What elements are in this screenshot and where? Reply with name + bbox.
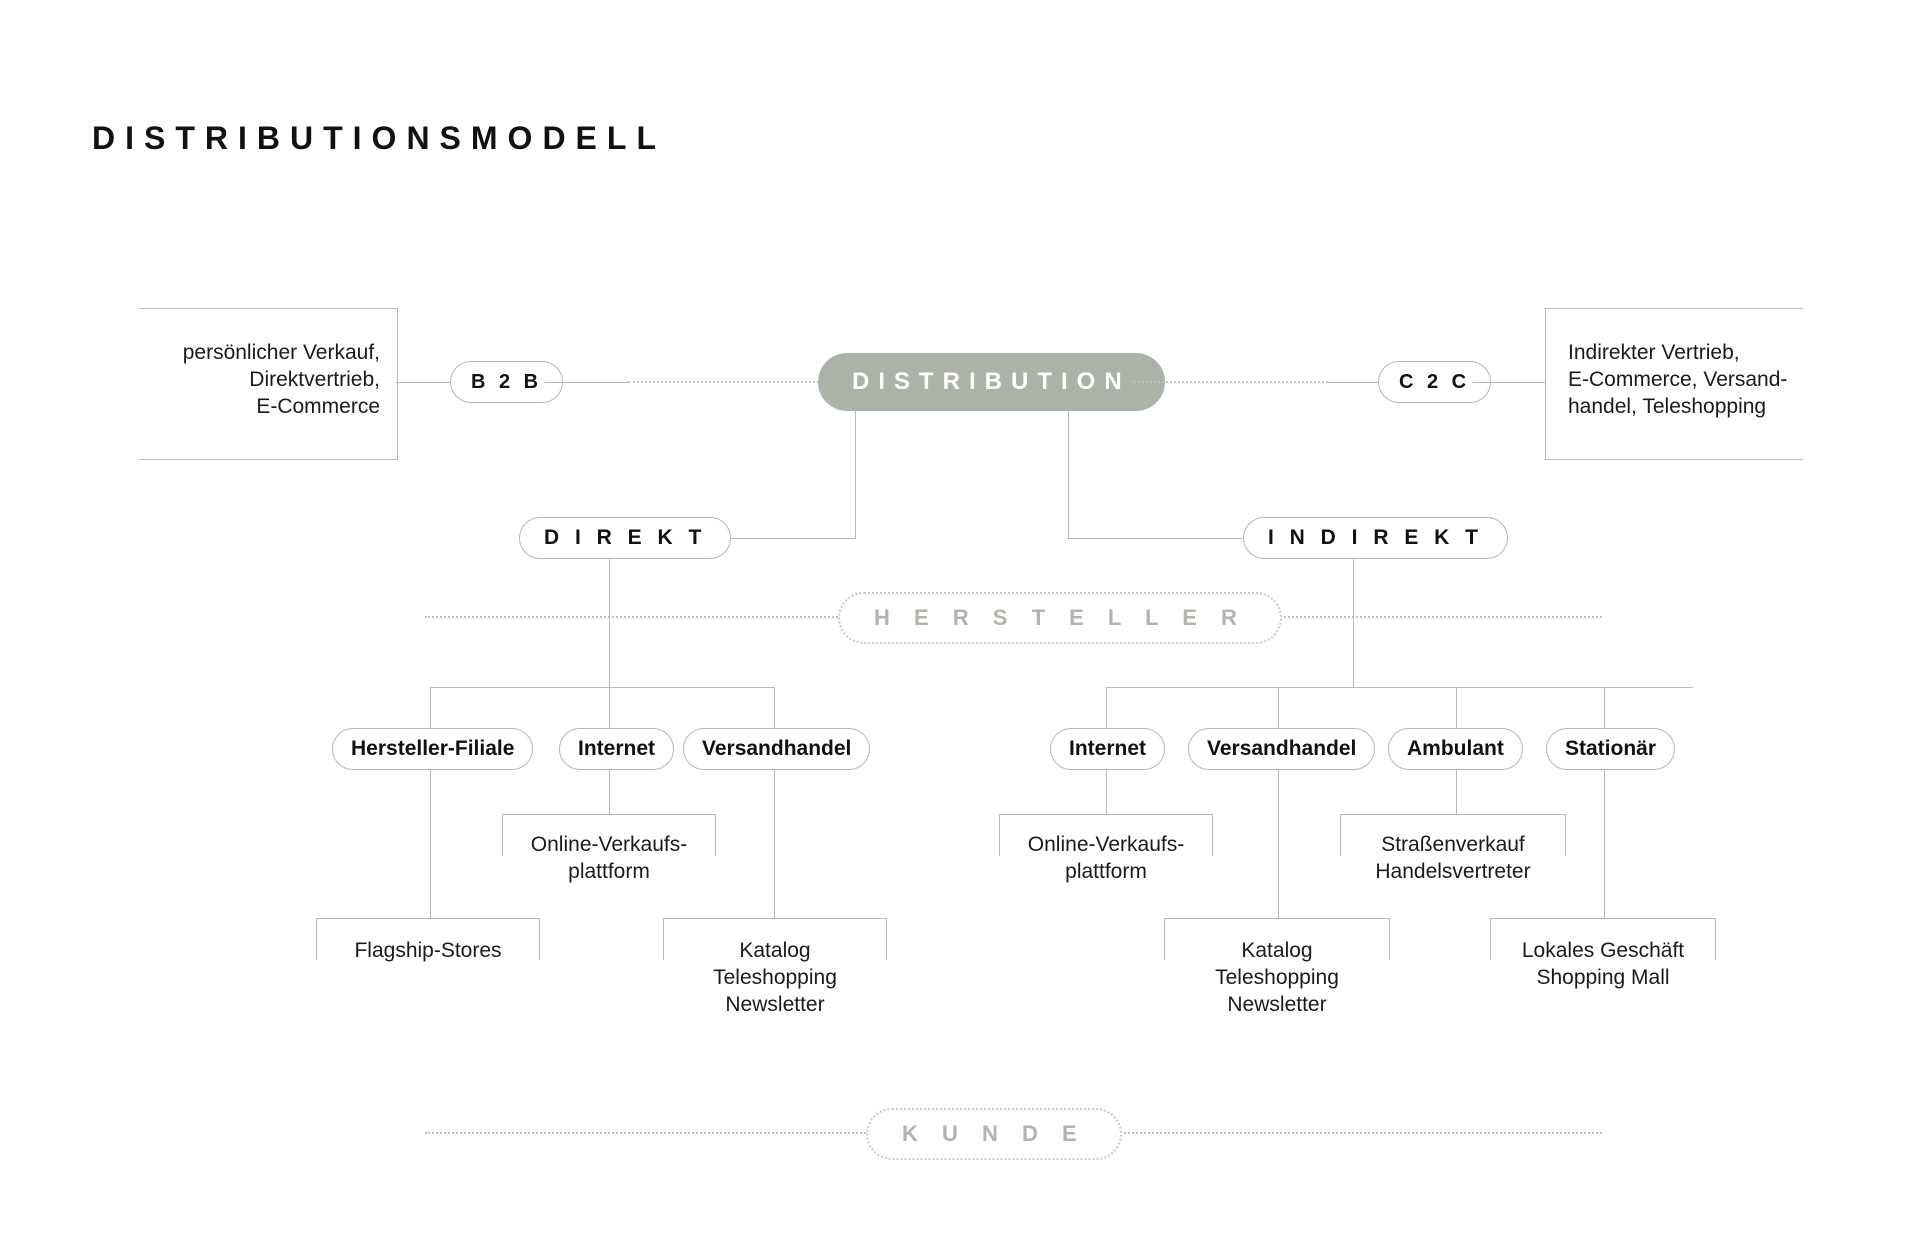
indirekt-trunk	[1353, 559, 1354, 687]
c2c-description-text: Indirekter Vertrieb, E-Commerce, Versand…	[1568, 341, 1788, 418]
c2c-bracket-connector	[1473, 382, 1545, 383]
direkt-internet-leaf-text: Online-Verkaufs- plattform	[530, 833, 688, 883]
node-direkt-versandhandel[interactable]: Versandhandel	[683, 728, 871, 770]
indirekt-internet-leaf-drop	[1106, 770, 1107, 814]
indirekt-stationaer-leaf-drop	[1604, 770, 1605, 918]
direkt-internet-leaf-drop	[609, 770, 610, 814]
node-indirekt-stationaer[interactable]: Stationär	[1546, 728, 1676, 770]
distribution-to-c2c-dotted	[1133, 381, 1328, 383]
node-b2b[interactable]: B 2 B	[450, 361, 564, 403]
c2c-description-bracket	[1545, 308, 1803, 460]
indirekt-ambulant-leaf-drop	[1456, 770, 1457, 814]
page-title: DISTRIBUTIONSMODELL	[92, 120, 666, 156]
direkt-filiale-leaf-bracket	[316, 918, 540, 960]
indirekt-drop-3	[1456, 687, 1457, 728]
direkt-bus	[430, 687, 774, 688]
node-indirekt-versandhandel[interactable]: Versandhandel	[1188, 728, 1376, 770]
c2c-stub-line	[1328, 382, 1378, 383]
indirekt-bus	[1106, 687, 1693, 688]
b2b-bracket-connector	[396, 382, 452, 383]
indirekt-drop-4	[1604, 687, 1605, 728]
direkt-internet-leaf-bracket	[502, 814, 716, 856]
direkt-drop-1	[430, 687, 431, 728]
indirekt-ambulant-leaf-bracket	[1340, 814, 1566, 856]
node-indirekt[interactable]: I N D I R E K T	[1243, 517, 1509, 559]
direkt-versand-leaf-drop	[774, 770, 775, 918]
b2b-description-text: persönlicher Verkauf, Direktvertrieb, E-…	[182, 341, 380, 418]
indirekt-stationaer-leaf-bracket	[1490, 918, 1716, 960]
kunde-divider-line-left	[425, 1132, 866, 1134]
direkt-filiale-leaf-drop	[430, 770, 431, 918]
hersteller-divider-line-left	[425, 616, 838, 618]
node-distribution[interactable]: DISTRIBUTION	[818, 353, 1165, 411]
node-c2c[interactable]: C 2 C	[1378, 361, 1492, 403]
node-indirekt-ambulant[interactable]: Ambulant	[1388, 728, 1523, 770]
divider-hersteller: H E R S T E L L E R	[838, 592, 1282, 644]
node-direkt-internet[interactable]: Internet	[559, 728, 675, 770]
indirekt-drop-1	[1106, 687, 1107, 728]
direkt-filiale-leaf-text: Flagship-Stores	[354, 939, 502, 962]
divider-kunde: K U N D E	[866, 1108, 1122, 1160]
kunde-divider-line-right	[1055, 1132, 1602, 1134]
direkt-versand-leaf-bracket	[663, 918, 887, 960]
indirekt-versand-leaf-drop	[1278, 770, 1279, 918]
direkt-drop-2	[609, 687, 610, 728]
direkt-elbow-line	[684, 538, 856, 539]
direkt-versand-leaf-text: Katalog Teleshopping Newsletter	[713, 939, 837, 1016]
indirekt-versand-leaf-text: Katalog Teleshopping Newsletter	[1215, 939, 1339, 1016]
direkt-drop-3	[774, 687, 775, 728]
b2b-description-bracket	[140, 308, 398, 460]
direkt-trunk	[609, 559, 610, 687]
indirekt-elbow-line	[1068, 538, 1243, 539]
node-hersteller-filiale[interactable]: Hersteller-Filiale	[332, 728, 534, 770]
distribution-left-drop	[855, 411, 856, 538]
b2b-stub-line	[545, 382, 628, 383]
indirekt-internet-leaf-bracket	[999, 814, 1213, 856]
indirekt-internet-leaf-text: Online-Verkaufs- plattform	[1027, 833, 1185, 883]
node-indirekt-internet[interactable]: Internet	[1050, 728, 1166, 770]
indirekt-ambulant-leaf-text: Straßenverkauf Handelsvertreter	[1375, 833, 1531, 883]
node-direkt[interactable]: D I R E K T	[519, 517, 732, 559]
b2b-to-distribution-dotted	[628, 381, 823, 383]
indirekt-drop-2	[1278, 687, 1279, 728]
indirekt-versand-leaf-bracket	[1164, 918, 1390, 960]
indirekt-stationaer-leaf-text: Lokales Geschäft Shopping Mall	[1521, 939, 1685, 989]
distribution-right-drop	[1068, 411, 1069, 538]
